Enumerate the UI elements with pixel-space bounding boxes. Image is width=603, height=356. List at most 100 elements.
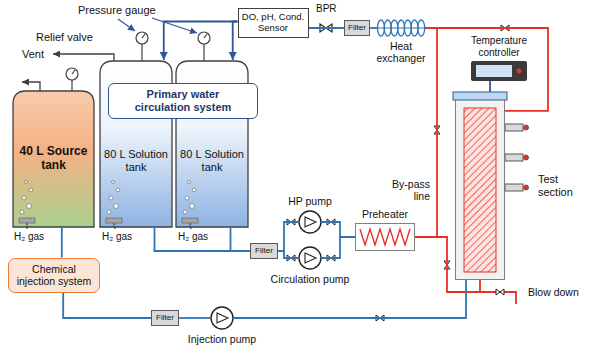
node-label: 80 L Solution tank	[102, 148, 170, 173]
pipe-line	[155, 228, 251, 251]
heat-exchanger-outline	[378, 20, 385, 36]
pressure-gauge	[204, 34, 207, 38]
filter-box: Filter	[344, 20, 370, 36]
test-section-outline	[455, 92, 505, 280]
source-tank-outline	[20, 210, 24, 214]
part-label: Pressure gauge	[78, 4, 156, 17]
preheater-outline	[360, 229, 410, 245]
heat-exchanger-outline	[418, 20, 425, 36]
pipe-line	[425, 28, 548, 111]
pipe-line	[63, 293, 151, 319]
valve-symbol	[496, 289, 504, 295]
filter-box: Filter	[151, 310, 179, 326]
node-label: 40 L Source tank	[18, 145, 90, 173]
node-label: Circulation pump	[260, 273, 360, 285]
node-label: Chemical injection system	[14, 263, 94, 287]
heater-rod	[505, 154, 523, 161]
pump-symbol-outline	[305, 217, 316, 227]
part-label: BPR	[316, 3, 337, 15]
pipe-line	[61, 228, 63, 258]
gas-label: H₂ gas	[102, 231, 132, 243]
node-label: Filter	[255, 246, 273, 255]
heat-exchanger: Heat exchanger	[377, 19, 425, 37]
heater-rod	[505, 184, 523, 191]
pressure-gauge	[203, 44, 204, 61]
source-tank-outline	[26, 223, 27, 228]
temperature-controller-outline	[471, 61, 527, 81]
solution-tank-outline	[183, 210, 187, 214]
solution-tank-outline	[106, 218, 122, 223]
solution-tank-outline	[114, 204, 119, 209]
test-section-outline	[464, 108, 496, 272]
pump-symbol-outline	[305, 253, 316, 263]
node-label: Filter	[348, 23, 366, 32]
pump-symbol-outline	[217, 313, 228, 323]
temperature-controller-outline	[517, 69, 522, 74]
source-tank-outline	[19, 218, 35, 223]
sensor-box: DO, pH, Cond. Sensor	[238, 8, 309, 38]
test-section-outline	[453, 92, 507, 100]
heater-rod	[524, 125, 529, 130]
pipe-line	[164, 22, 238, 61]
pipe-line	[278, 222, 298, 251]
heater-rod	[505, 124, 523, 131]
leader-arrow	[118, 19, 135, 31]
pipe-line	[234, 280, 466, 318]
node-label: Injection pump	[177, 333, 267, 345]
system-box: Primary water circulation system	[108, 83, 258, 119]
node-label: Temperature controller	[459, 35, 539, 58]
heat-exchanger-outline	[404, 20, 411, 36]
node-label: DO, pH, Cond. Sensor	[242, 12, 305, 34]
heat-exchanger-outline	[411, 20, 418, 36]
preheater: Preheater	[355, 223, 415, 251]
temperature-controller-outline	[471, 61, 527, 81]
gas-label: H₂ gas	[178, 231, 208, 243]
temperature-controller: Temperature controller	[471, 61, 527, 81]
pump-symbol-outline	[298, 246, 322, 270]
solution-tank-outline	[107, 210, 111, 214]
pump-symbol-outline	[299, 247, 321, 269]
pipe-line	[322, 237, 355, 258]
source-tank-outline	[29, 188, 33, 192]
gas-label: H₂ gas	[14, 231, 44, 243]
solution-tank-outline	[190, 204, 195, 209]
node-label: Preheater	[350, 208, 420, 220]
pipe-line	[309, 27, 345, 29]
heat-exchanger-outline	[398, 20, 405, 36]
solution-tank-outline	[112, 181, 115, 184]
pump-symbol: Circulation pump	[298, 246, 322, 270]
solution-tank-outline	[109, 196, 113, 200]
filter-box: Filter	[250, 243, 278, 259]
heater-rod	[505, 124, 529, 191]
leader-arrow	[118, 18, 197, 33]
solution-tank-outline	[113, 223, 114, 228]
injection-system-box: Chemical injection system	[8, 258, 100, 293]
heater-rod	[524, 185, 529, 190]
preheater-outline	[355, 223, 415, 251]
preheater-outline	[356, 224, 415, 251]
source-tank-outline	[27, 204, 32, 209]
solution-tank-outline	[185, 196, 189, 200]
heat-exchanger-outline	[391, 20, 398, 36]
solution-tank-outline	[192, 188, 196, 192]
pipe-line	[231, 228, 251, 251]
solution-tank-outline	[182, 218, 198, 223]
node-label: Filter	[156, 313, 174, 322]
pressure-gauge	[141, 44, 142, 61]
pump-symbol-outline	[211, 307, 233, 329]
test-section-outline	[456, 98, 505, 280]
test-section: Test section	[455, 92, 505, 280]
pressure-gauge	[142, 34, 145, 38]
node-label: Primary water circulation system	[129, 88, 237, 113]
node-label: Test section	[538, 173, 590, 198]
pump-symbol: HP pump	[298, 210, 322, 234]
pipe-line	[489, 81, 491, 92]
source-tank: 40 L Source tank	[12, 90, 95, 228]
part-label: Relief valve	[36, 31, 93, 44]
heat-exchanger-outline	[384, 20, 391, 36]
gas-inlet-line	[26, 222, 27, 229]
heater-rod	[524, 155, 529, 160]
solution-tank-outline	[188, 181, 191, 184]
node-label: Heat exchanger	[372, 40, 430, 64]
